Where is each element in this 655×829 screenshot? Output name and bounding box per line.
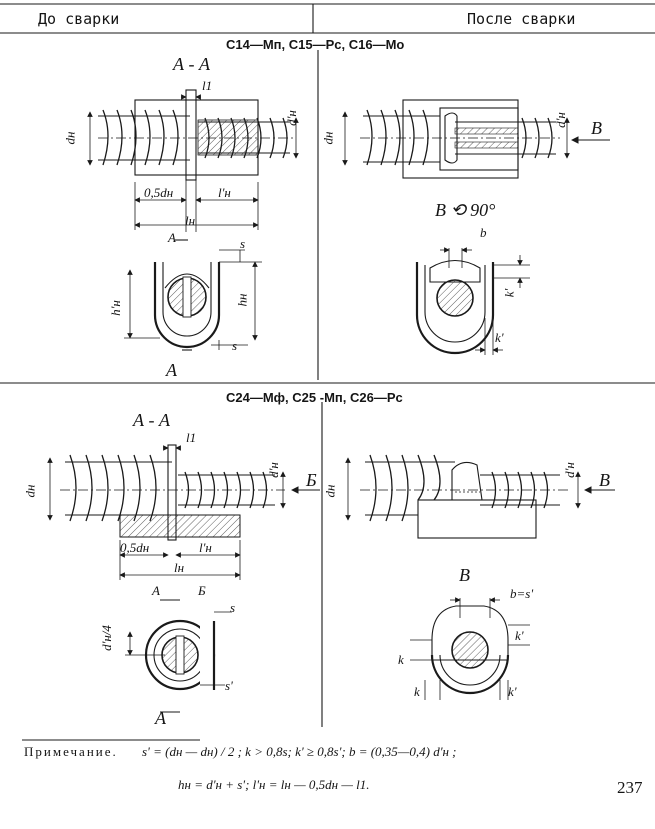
top-dim-hn: hн [234,293,250,307]
top-dim-dn: dн [62,131,78,145]
bottom-arrow-v-label: В [599,470,610,490]
top-left-section-view [124,239,262,351]
bottom-section-aa-label: А - А [133,410,170,430]
top-right-dim-dn: dн [320,131,336,145]
top-arrow-b-label: В [591,118,602,138]
bottom-dim-b-eq-s: b=s' [510,586,534,601]
note-formula-1: s' = (dн — dн) / 2 ; k > 0,8s; k' ≥ 0,8s… [142,744,457,759]
bottom-dim-dn-prime: d'н [265,462,281,478]
bottom-cut-a-lower: А [155,708,166,728]
bottom-right-dim-dn: dн [322,484,338,498]
top-section-aa-label: А - А [173,54,210,74]
top-right-view-b [415,247,530,355]
top-right-dim-dn-prime: d'н [552,112,568,128]
top-dim-b: b [480,225,487,240]
bottom-dim-s: s [230,600,236,615]
top-dim-l1: l1 [202,78,213,93]
top-dim-ln-prime: l'н [218,185,231,200]
top-left-rebar-drawing [87,89,299,232]
bottom-dim-s-prime: s' [225,678,233,693]
note-label: Примечание. [24,744,118,759]
table-frame [0,3,655,741]
bottom-dim-k-prime-right: k' [515,628,524,643]
top-dim-k-prime-side: k' [501,288,517,298]
top-right-rebar-drawing [342,99,610,179]
top-section-title: С14—Мп, С15—Рс, С16—Мо [226,37,405,52]
bottom-dim-k-prime-bottom: k' [508,684,517,699]
top-dim-ln: lн [185,213,196,228]
header-after-welding: После сварки [467,10,576,28]
bottom-left-section-view [125,599,232,713]
bottom-right-rebar-drawing [345,454,615,539]
bottom-cut-a-upper: А [152,583,160,598]
bottom-dim-k-bottom: k [414,684,420,699]
top-cut-a-lower: А [166,360,177,380]
bottom-dim-dn: dн [22,484,38,498]
top-dim-05dn: 0,5dн [144,185,174,200]
bottom-dim-dn4: d'н/4 [98,625,114,651]
bottom-dim-ln-prime: l'н [199,540,212,555]
note-formula-2: hн = d'н + s'; l'н = lн — 0,5dн — l1. [178,777,370,792]
top-dim-s-lower: s [232,338,238,353]
bottom-right-view-v [410,597,530,700]
header-before-welding: До сварки [38,10,120,28]
top-cut-a-upper: А [168,230,176,245]
bottom-view-v-label: В [459,565,470,585]
bottom-left-rebar-drawing [47,444,320,580]
bottom-dim-ln: lн [174,560,185,575]
top-dim-k-prime-bottom: k' [495,330,504,345]
page-number: 237 [617,778,643,797]
bottom-dim-k-left: k [398,652,404,667]
bottom-section-title: С24—Мф, С25 -Мп, С26—Рс [226,390,403,405]
top-dim-s-upper: s [240,236,246,251]
bottom-arrow-b-cyr: Б [306,470,317,490]
bottom-dim-05dn: 0,5dн [120,540,150,555]
top-dim-hn-prime: h'н [107,300,123,316]
bottom-right-dim-dn-prime: d'н [561,462,577,478]
top-view-b-label: В ⟲ 90° [435,200,496,220]
bottom-cut-b-upper: Б [198,583,206,598]
bottom-dim-l1: l1 [186,430,197,445]
top-dim-dn-prime: d'н [283,110,299,126]
